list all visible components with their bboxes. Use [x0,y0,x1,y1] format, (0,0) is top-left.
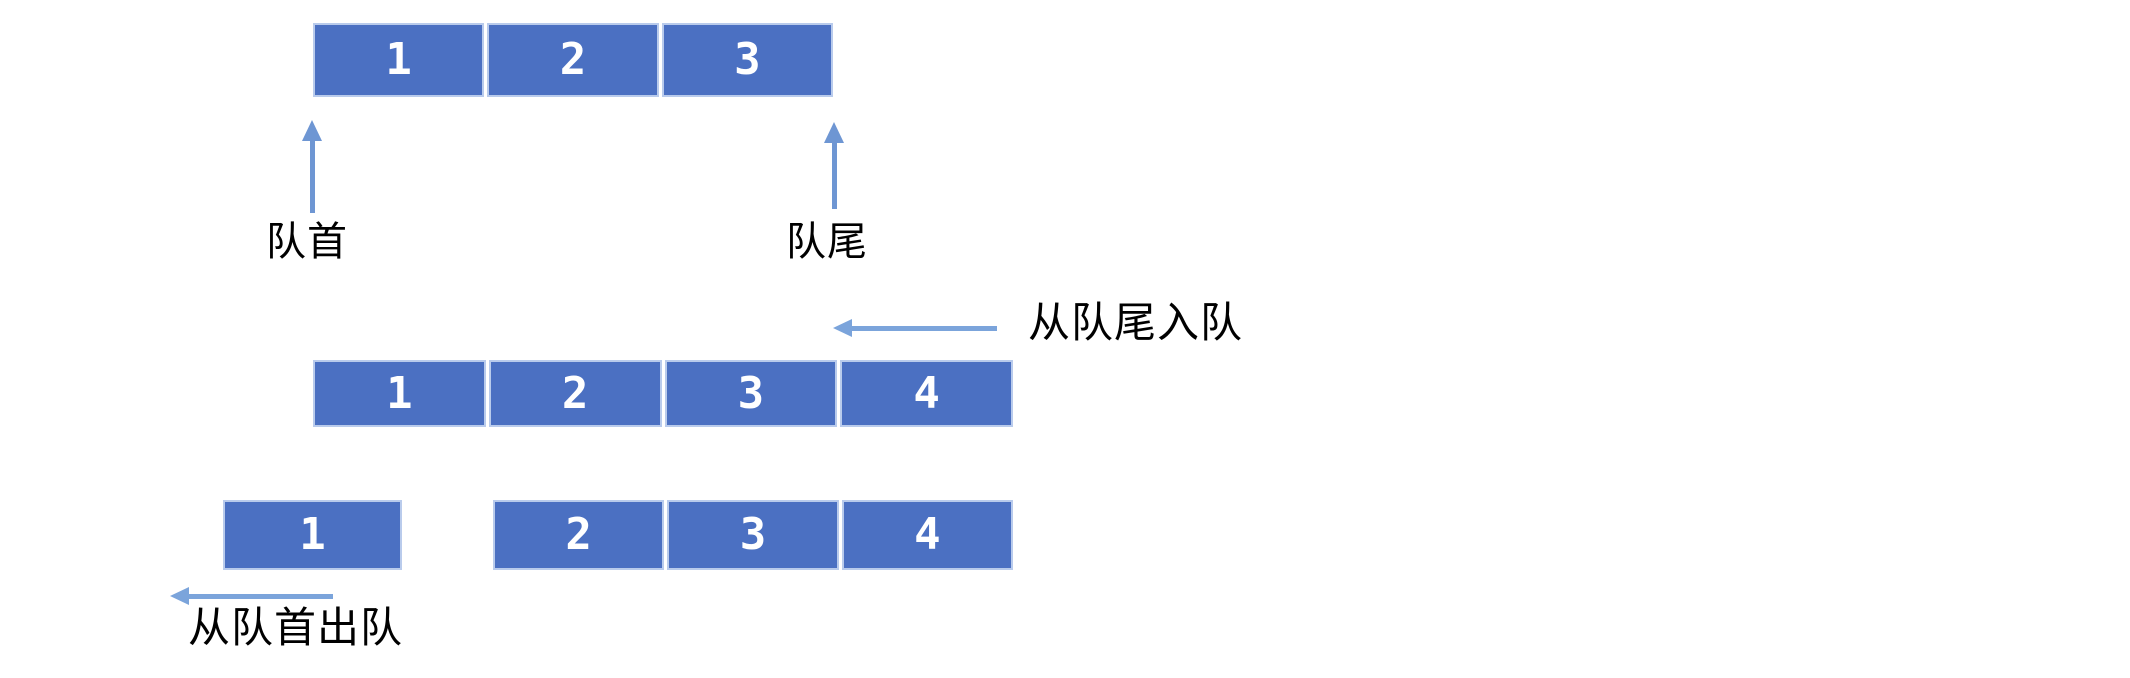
arrow-head [302,120,322,141]
dequeue-label: 从队首出队 [188,604,404,651]
arrow-head [833,319,852,337]
enqueue-arrow-icon [833,319,997,337]
arrow-shaft [831,143,837,209]
arrow-shaft [189,593,333,599]
arrow-head [824,122,844,143]
queue-cell: 3 [667,500,839,570]
queue-cell: 2 [487,23,659,97]
rear-label: 队尾 [786,220,868,264]
arrow-head [170,587,189,605]
queue-row-initial: 1 2 3 [313,23,833,97]
queue-cell: 1 [313,360,486,427]
front-label: 队首 [266,220,348,264]
queue-cell: 4 [840,360,1013,427]
arrow-shaft [309,141,315,213]
queue-cell: 2 [488,360,662,427]
queue-cell: 1 [223,500,402,570]
queue-cell: 3 [664,360,838,427]
queue-cell: 4 [841,500,1013,570]
rear-pointer-arrow-icon [824,122,844,209]
enqueue-label: 从队尾入队 [1028,299,1244,346]
queue-row-after-dequeue: 2 3 4 [493,500,1013,570]
front-pointer-arrow-icon [302,120,322,213]
queue-row-dequeued-element: 1 [223,500,402,570]
dequeue-arrow-icon [170,587,333,605]
arrow-shaft [852,325,997,331]
queue-cell: 3 [661,23,833,97]
queue-cell: 1 [313,23,485,97]
queue-cell: 2 [493,500,665,570]
queue-row-after-enqueue: 1 2 3 4 [313,360,1013,427]
